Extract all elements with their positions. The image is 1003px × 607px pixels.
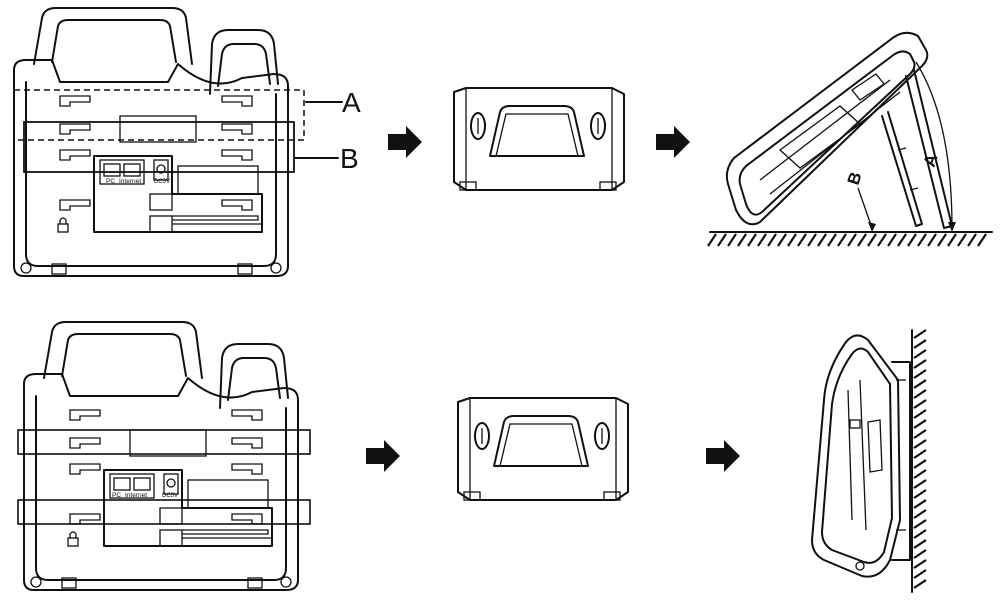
internet-port-label-bottom: Internet	[125, 492, 147, 499]
pc-port-label-bottom: PC	[112, 492, 121, 499]
label-a-left: A	[342, 87, 361, 118]
internet-port-label: Internet	[119, 178, 141, 185]
stand-bracket-bottom	[457, 397, 629, 501]
ground-hatch	[707, 233, 987, 247]
bracket-strip-lower	[17, 499, 311, 525]
label-b-right: B	[844, 170, 866, 188]
arrow-right-icon	[656, 126, 690, 158]
label-a-right: A	[920, 152, 942, 170]
phone-back-bottom	[23, 321, 299, 591]
phone-back-top	[13, 7, 289, 277]
stand-bracket-top	[453, 87, 625, 191]
arrow-right-icon	[706, 440, 740, 472]
bracket-strip-upper	[17, 429, 311, 455]
wall-mount-side-view	[811, 329, 927, 593]
label-b-left: B	[340, 143, 359, 174]
bracket-outline-a	[13, 89, 305, 141]
dc-jack-label-bottom: DC5V	[162, 493, 178, 499]
pc-port-label: PC	[106, 178, 115, 185]
bracket-outline-b	[23, 121, 295, 173]
wall-hatch	[913, 329, 927, 589]
dc-jack-label: DC5V	[154, 179, 170, 185]
arrow-right-icon	[388, 126, 422, 158]
desk-mount-side-view	[707, 31, 993, 247]
arrow-right-icon	[366, 440, 400, 472]
